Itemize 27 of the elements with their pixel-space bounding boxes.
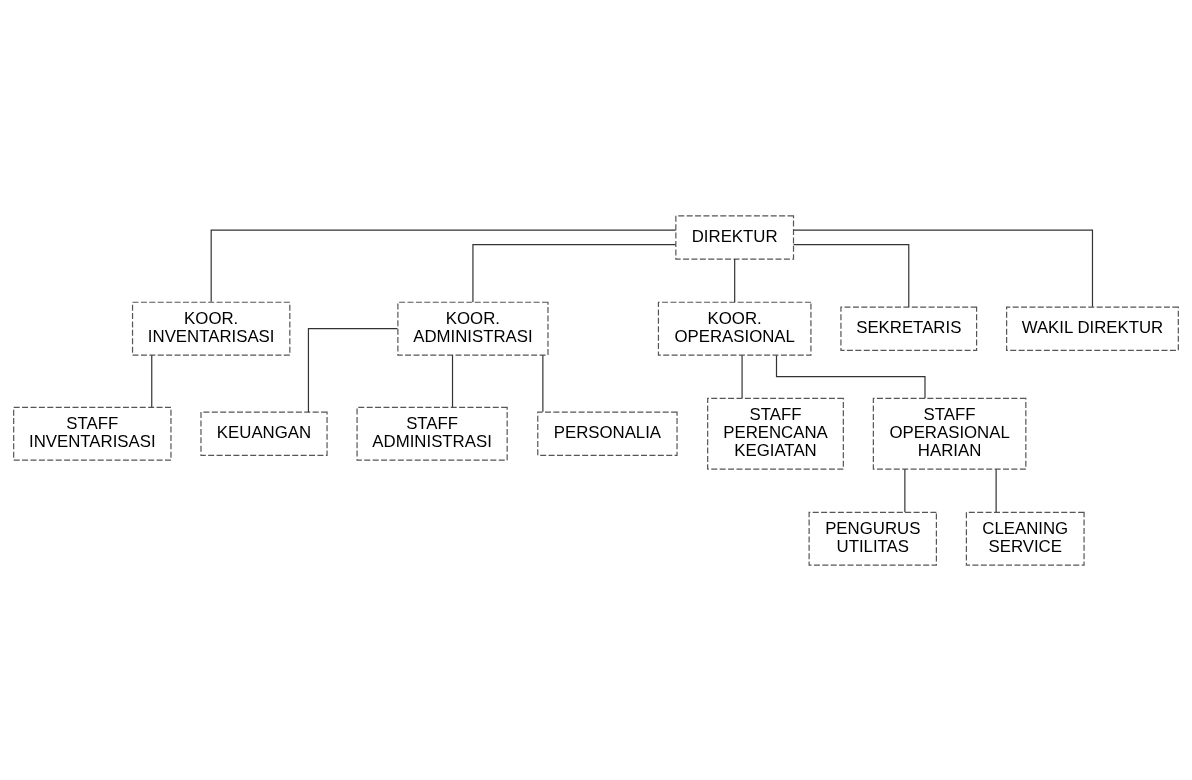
connector	[472, 243, 677, 303]
node-box: KEUANGAN	[200, 411, 328, 456]
node-box: STAFF ADMINISTRASI	[356, 406, 508, 461]
connector	[904, 468, 906, 513]
node-box: STAFF PERENCANA KEGIATAN	[707, 397, 844, 470]
node-box: DIREKTUR	[675, 214, 795, 260]
connector	[793, 243, 910, 308]
node-box: PERSONALIA	[537, 411, 678, 456]
node-box: WAKIL DIREKTUR	[1006, 305, 1179, 351]
connector	[995, 468, 997, 513]
node-box: STAFF OPERASIONAL HARIAN	[872, 397, 1027, 470]
connector	[451, 354, 454, 408]
node-box: PENGURUS UTILITAS	[808, 511, 937, 566]
connector	[741, 354, 743, 399]
node-box: KOOR. OPERASIONAL	[657, 301, 812, 356]
node-box: SEKRETARIS	[840, 305, 978, 351]
connector	[542, 354, 544, 412]
connector	[775, 354, 926, 399]
connector	[210, 229, 677, 302]
node-box: STAFF INVENTARISASI	[13, 406, 172, 461]
node-box: KOOR. ADMINISTRASI	[397, 301, 549, 356]
connector	[151, 354, 153, 408]
node-box: KOOR. INVENTARISASI	[131, 301, 291, 356]
connector	[734, 257, 736, 303]
connector	[793, 229, 1094, 307]
connector	[307, 327, 399, 413]
node-box: CLEANING SERVICE	[965, 511, 1085, 566]
